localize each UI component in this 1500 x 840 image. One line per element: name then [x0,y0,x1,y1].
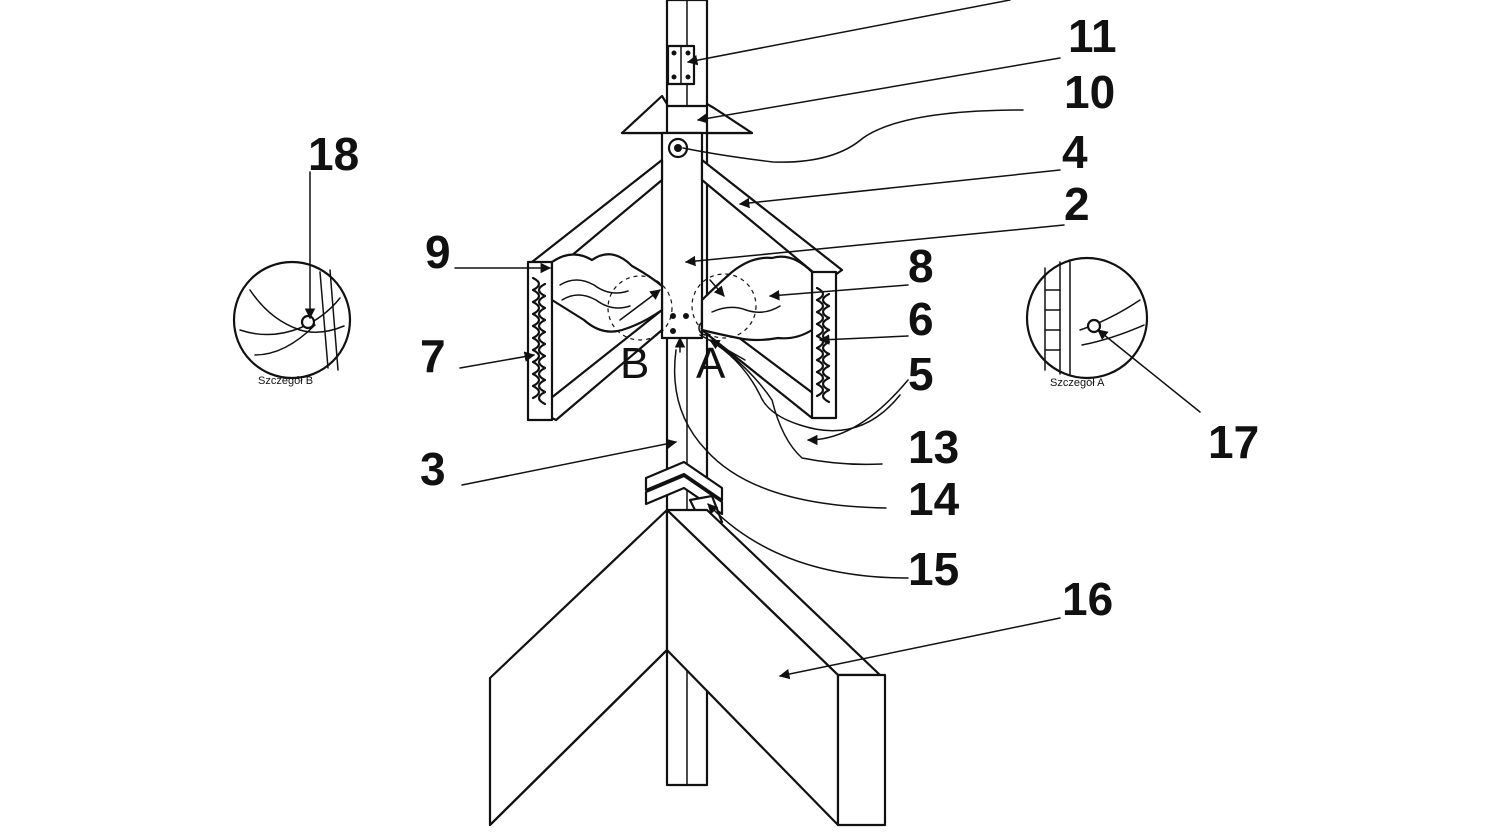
sliding-sleeve [660,131,714,340]
right-grip-pad [700,255,814,342]
label-15: 15 [908,543,959,595]
hinge [666,44,696,86]
part-labels: 11 10 4 2 8 6 5 13 14 15 16 3 7 9 18 17 … [308,10,1259,625]
label-letter-b: B [620,339,649,388]
label-8: 8 [908,240,934,292]
label-4: 4 [1062,126,1088,178]
label-13: 13 [908,421,959,473]
cap-cone [620,94,754,135]
label-11: 11 [1068,10,1117,62]
caption-detail-a: Szczegół A [1050,377,1105,389]
label-10: 10 [1064,66,1115,118]
label-9: 9 [425,226,451,278]
label-3: 3 [420,443,446,495]
caption-detail-b: Szczegół B [258,375,313,387]
detail-captions: Szczegół B Szczegół A [258,375,1105,389]
label-6: 6 [908,293,934,345]
left-grip-pad [550,253,664,333]
left-bracket [526,260,554,422]
label-letter-a: A [696,339,726,388]
detail-a-inset [1025,256,1201,413]
detail-markers [607,273,757,341]
label-14: 14 [908,473,960,525]
lower-fin [488,508,887,827]
label-2: 2 [1064,178,1090,230]
label-7: 7 [420,330,446,382]
label-16: 16 [1062,573,1113,625]
label-18: 18 [308,128,359,180]
right-bracket [810,270,838,420]
label-17: 17 [1208,416,1259,468]
detail-b-inset [232,171,352,380]
lower-left-arm [534,308,664,422]
upper-left-arm [530,158,664,274]
cables [673,109,1024,509]
leader-lines [454,0,1065,680]
label-5: 5 [908,348,934,400]
